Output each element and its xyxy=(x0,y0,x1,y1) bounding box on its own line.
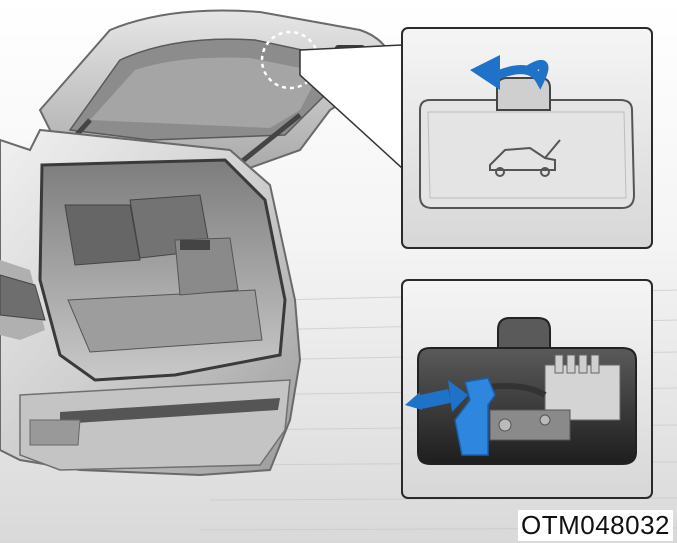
curved-arrow-icon xyxy=(470,55,549,90)
detail-panel-top xyxy=(401,27,653,249)
cargo-outlet xyxy=(180,240,210,250)
push-arrow-icon xyxy=(405,380,468,412)
figure-code: OTM048032 xyxy=(517,510,673,541)
car-tailgate-open-icon xyxy=(489,139,561,177)
detail-panel-bottom xyxy=(401,279,653,499)
emergency-release-lever xyxy=(454,377,496,456)
trim-cover xyxy=(419,99,636,209)
cargo-area xyxy=(38,158,287,382)
